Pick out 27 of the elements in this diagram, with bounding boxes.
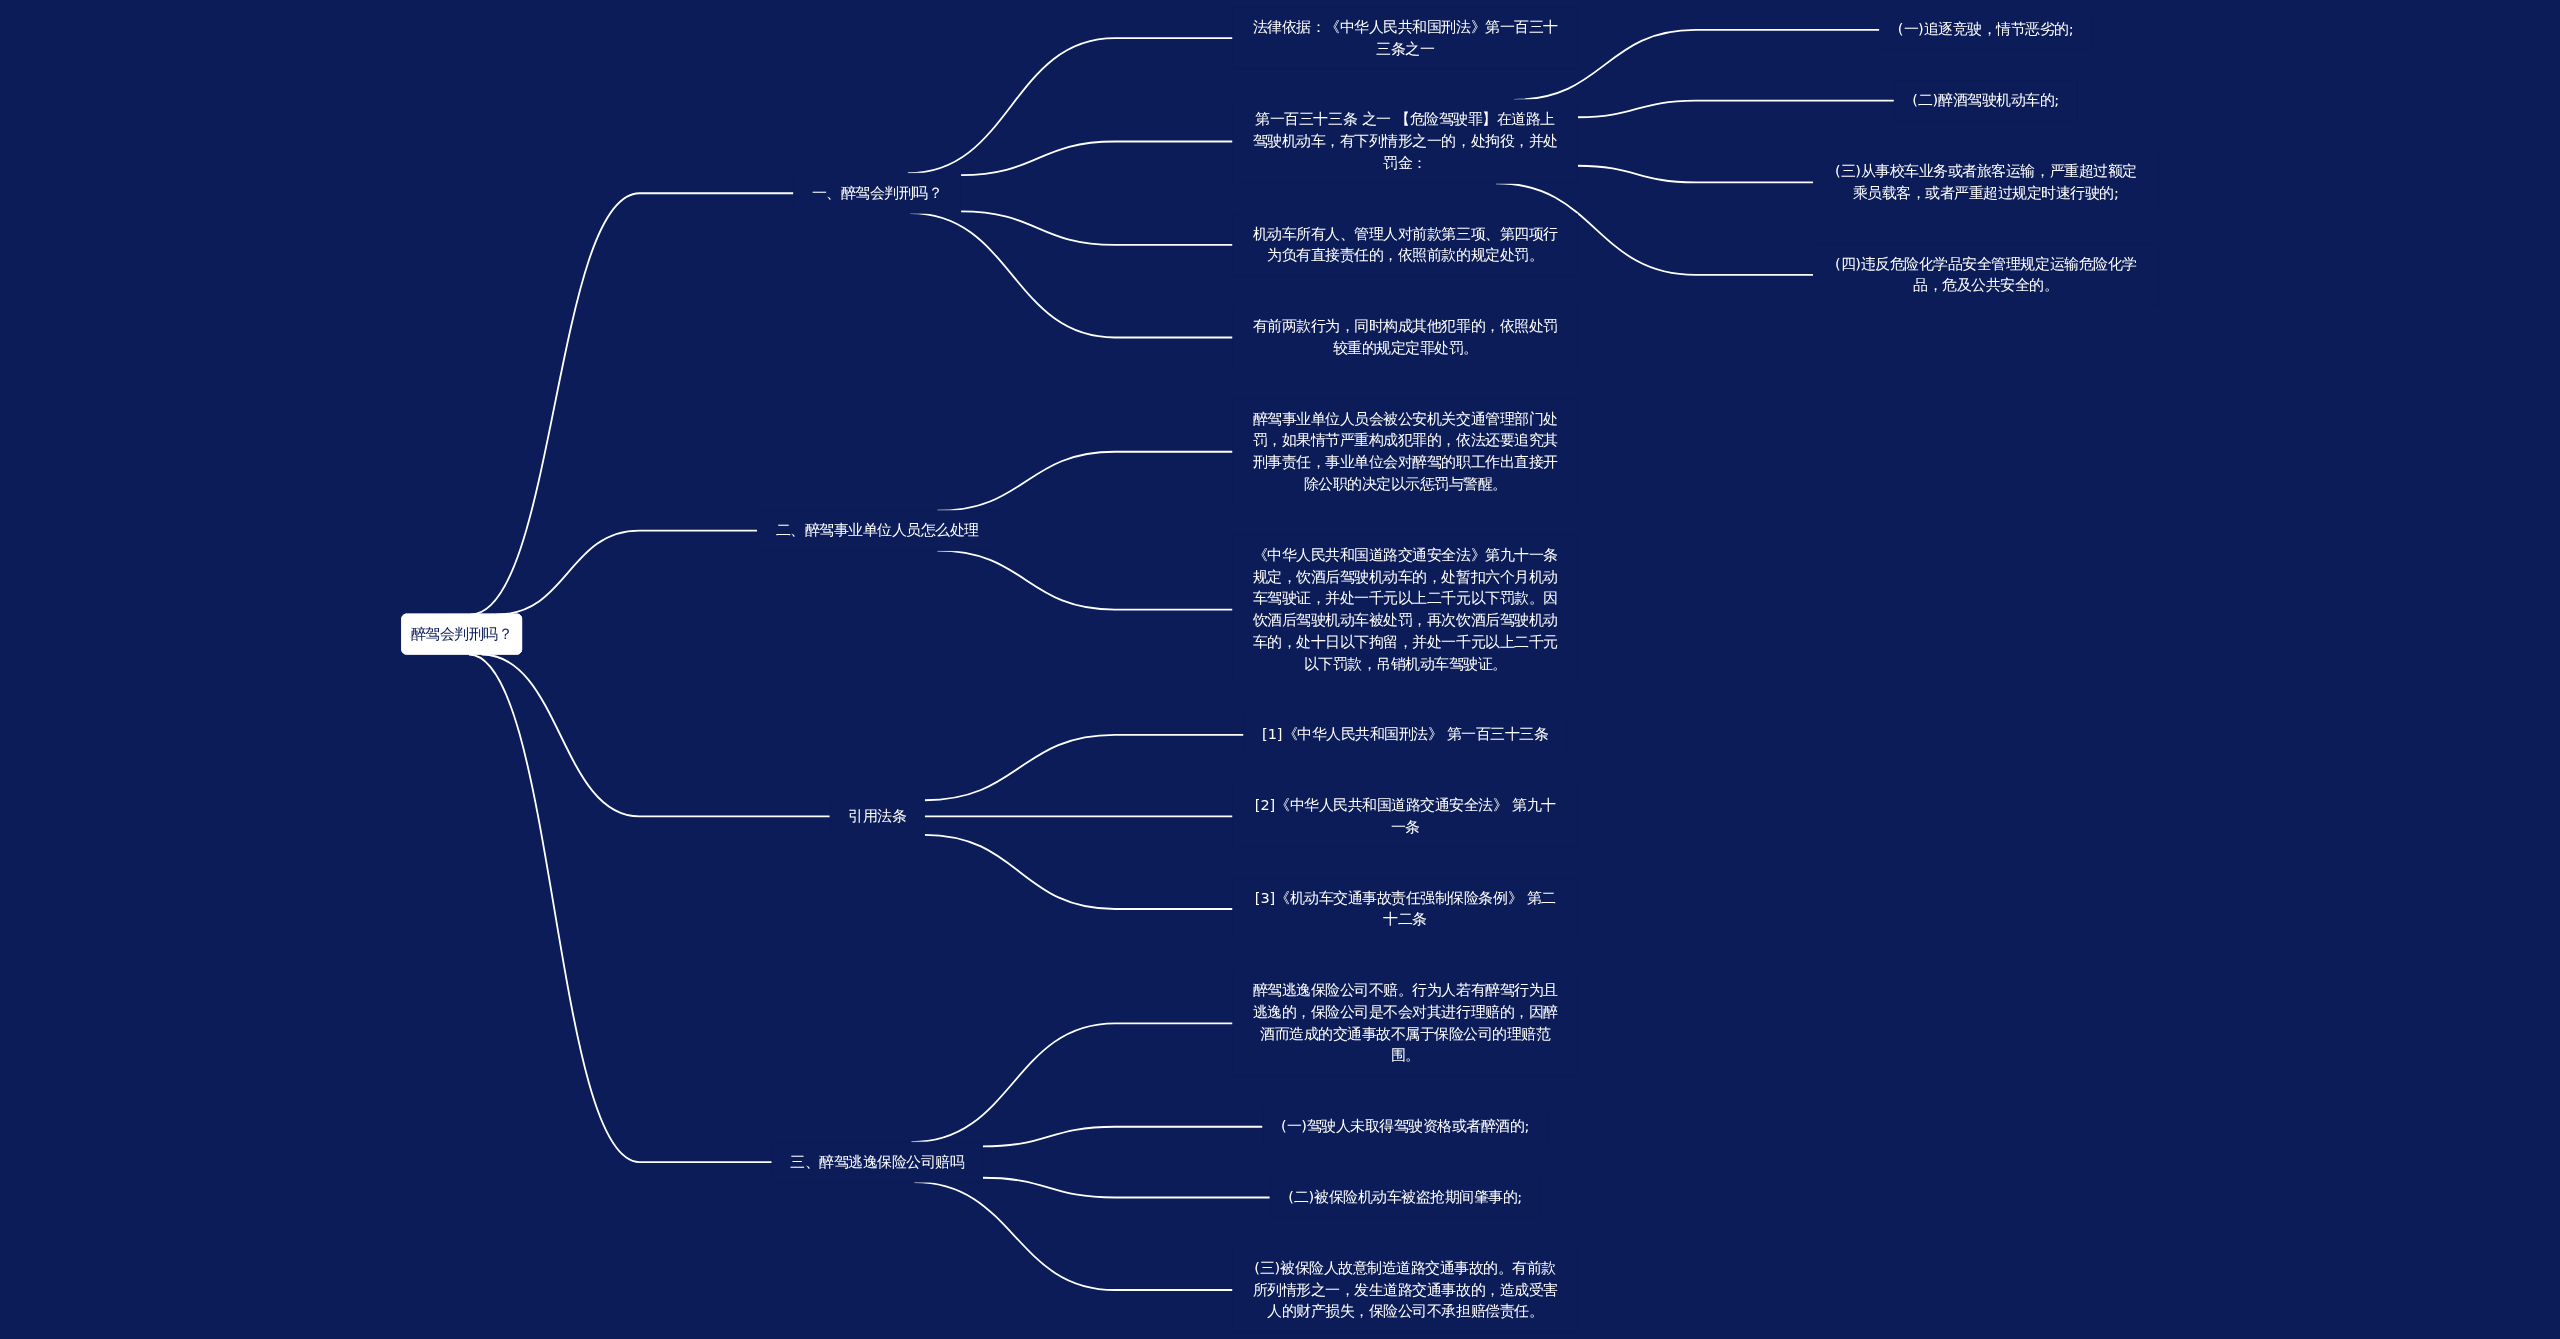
connector <box>981 1176 1271 1199</box>
node-text: (三)被保险人故意制造道路交通事故的。有前款所列情形之一，发生道路交通事故的，造成受害人的财产损失，保险公司不承担赔偿责任。 <box>1252 1259 1558 1320</box>
node-text: 机动车所有人、管理人对前款第三项、第四项行为负有直接责任的，依照前款的规定处罚。 <box>1252 224 1558 264</box>
node-text: [3]《机动车交通事故责任强制保险条例》 第二十二条 <box>1254 889 1556 929</box>
node-text: 醉驾逃逸保险公司不赔。行为人若有醉驾行为且逃逸的，保险公司是不会对其进行理赔的，因醉酒而造成的交通事故不属于保险公司的理赔范围。 <box>1252 981 1558 1065</box>
node-text: (三)从事校车业务或者旅客运输，严重超过额定乘员载客，或者严重超过规定时速行驶的; <box>1834 162 2137 202</box>
node-text: (二)被保险机动车被盗抢期间肇事的; <box>1288 1188 1523 1206</box>
connector <box>1576 164 1815 184</box>
connector <box>959 140 1234 176</box>
node-text: 醉驾事业单位人员会被公安机关交通管理部门处罚，如果情节严重构成犯罪的，依法还要追究其刑事责任，事业单位会对醉驾的职工作出直接开除公职的决定以示惩罚与警醒。 <box>1252 410 1558 493</box>
connector <box>923 733 1245 802</box>
connector <box>923 815 1234 818</box>
connector <box>923 833 1234 910</box>
node-text: (四)违反危险化学品安全管理规定运输危险化学品，危及公共安全的。 <box>1834 254 2137 294</box>
connector <box>981 1125 1264 1148</box>
node-text: [2]《中华人民共和国道路交通安全法》 第九十一条 <box>1254 796 1556 836</box>
node-text: [1]《中华人民共和国刑法》 第一百三十三条 <box>1261 725 1549 743</box>
connector <box>959 210 1234 246</box>
node-text: 《中华人民共和国道路交通安全法》第九十一条规定，饮酒后驾驶机动车的，处暂扣六个月机动车驾驶证，并处一千元以上二千元以下罚款。因饮酒后驾驶机动车被处罚，再次饮酒后驾驶机动车的，处十日以下拘留，并处一千元以上二千元以下罚款，吊销机动车驾驶证。 <box>1252 546 1558 673</box>
node-text: 有前两款行为，同时构成其他犯罪的，依照处罚较重的规定定罪处罚。 <box>1252 317 1558 357</box>
connector <box>1576 99 1896 119</box>
node-text: 法律依据：《中华人民共和国刑法》第一百三十三条之一 <box>1252 18 1558 58</box>
node-text: (一)追逐竞驶，情节恶劣的; <box>1897 20 2074 39</box>
node-text: (一)驾驶人未取得驾驶资格或者醉酒的; <box>1280 1117 1530 1135</box>
node-text: 第一百三十三条 之一 【危险驾驶罪】在道路上驾驶机动车，有下列情形之一的，处拘役，并处罚金： <box>1252 110 1558 172</box>
node-text: (二)醉酒驾驶机动车的; <box>1912 91 2060 109</box>
node-text: 引用法条 <box>848 807 907 825</box>
